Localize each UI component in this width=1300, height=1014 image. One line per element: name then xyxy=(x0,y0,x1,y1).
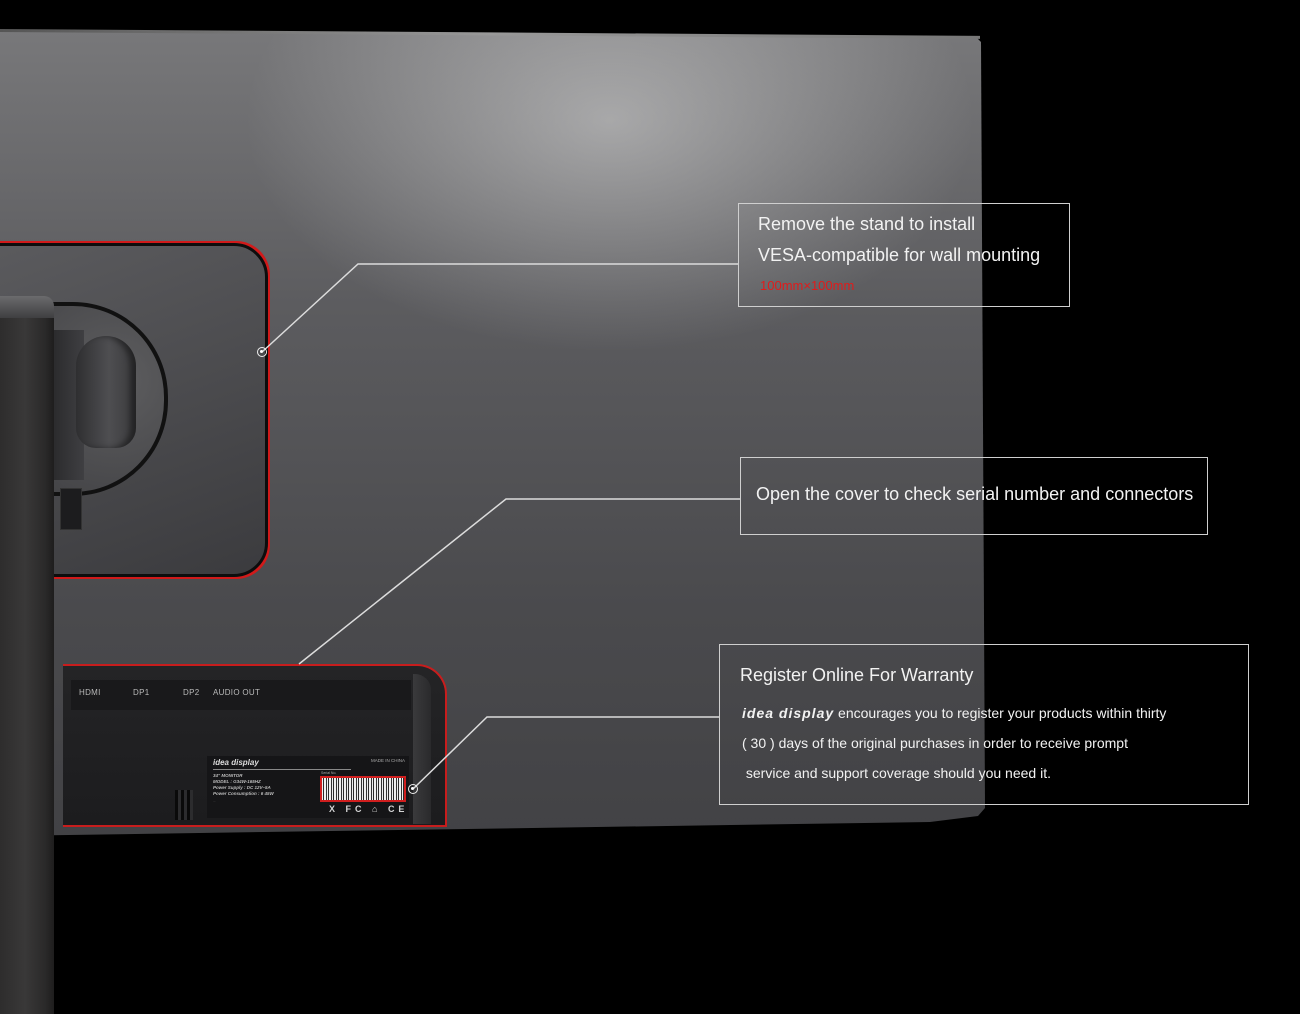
callout-cover: Open the cover to check serial number an… xyxy=(740,457,1208,535)
cover-line-1: Open the cover to check serial number an… xyxy=(756,484,1194,504)
io-cover-bay: HDMI DP1 DP2 AUDIO OUT idea display MADE… xyxy=(63,664,447,827)
rating-power-supply: Power Supply : DC 12V–5A xyxy=(213,785,271,790)
brand-inline-logo: idea display xyxy=(742,705,835,721)
rating-brand-logo: idea display xyxy=(213,758,259,767)
port-label-hdmi: HDMI xyxy=(79,688,101,697)
stand-column-cap xyxy=(0,296,54,318)
rating-model-line: 34" MONITOR xyxy=(213,773,243,778)
stand-hinge-knob xyxy=(76,336,136,448)
warranty-line-1: idea display encourages you to register … xyxy=(742,705,1166,721)
port-label-dp1: DP1 xyxy=(133,688,150,697)
io-bay-rim xyxy=(413,674,431,824)
stand-column xyxy=(0,298,54,1014)
port-label-audio-out: AUDIO OUT xyxy=(213,688,261,697)
serial-marker-icon xyxy=(408,784,418,794)
serial-barcode xyxy=(320,776,406,802)
rating-power-consumption: Power Consumption : 6 45W xyxy=(213,791,274,796)
vent-slots xyxy=(175,790,193,820)
vesa-marker-icon xyxy=(257,347,267,357)
vesa-line-1: Remove the stand to install xyxy=(758,214,976,234)
warranty-line-2: ( 30 ) days of the original purchases in… xyxy=(742,735,1128,751)
serial-number-label: Serial No. xyxy=(321,771,337,775)
rating-label-sticker: idea display MADE IN CHINA 34" MONITOR M… xyxy=(207,756,409,818)
warranty-line-3: service and support coverage should you … xyxy=(742,765,1051,781)
rating-model: MODEL : G34W-165HZ xyxy=(213,779,261,784)
stand-release-tab xyxy=(60,488,82,530)
certification-icons: X FC ⌂ CE xyxy=(329,804,409,814)
vesa-line-2: VESA-compatible for wall mounting xyxy=(758,245,1041,265)
callout-vesa: Remove the stand to install VESA-compati… xyxy=(738,203,1070,307)
warranty-line-1-text: encourages you to register your products… xyxy=(838,705,1167,721)
made-in-text: MADE IN CHINA xyxy=(370,758,405,763)
port-label-dp2: DP2 xyxy=(183,688,200,697)
io-port-strip xyxy=(71,680,411,710)
rating-divider xyxy=(213,769,351,770)
warranty-title: Register Online For Warranty xyxy=(740,665,974,685)
rating-fine-print: ... xyxy=(213,799,216,803)
vesa-size-highlight: 100mm×100mm xyxy=(760,278,855,293)
callout-warranty: Register Online For Warranty idea displa… xyxy=(719,644,1249,805)
